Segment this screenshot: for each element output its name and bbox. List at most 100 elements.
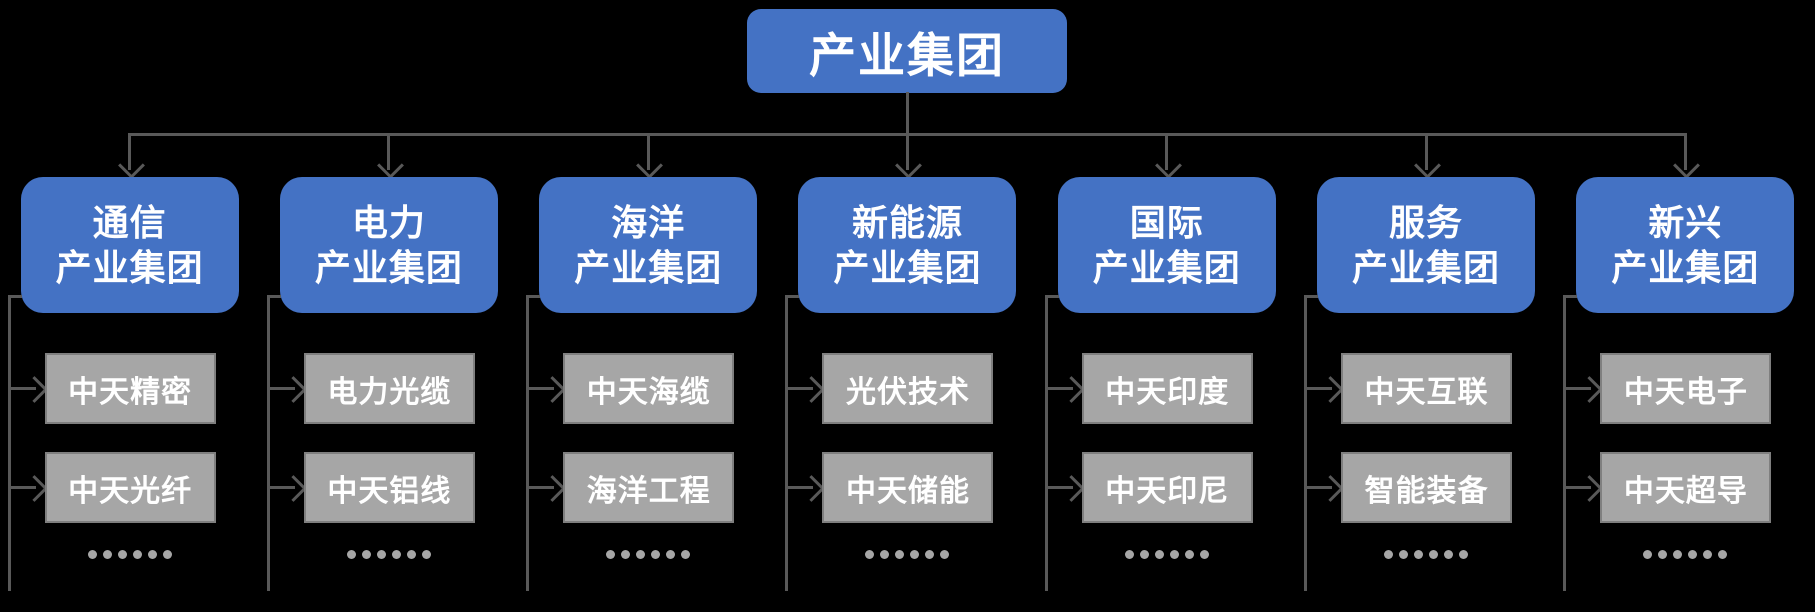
group-title-line2: 产业集团: [314, 247, 463, 288]
connector-rail: [7, 295, 22, 591]
subsidiary-node: 中天储能: [822, 452, 994, 523]
connector-line: [526, 387, 555, 390]
ellipsis-dots-icon: [865, 550, 950, 559]
arrow-right-icon: [1057, 475, 1085, 502]
arrow-down-icon: [376, 152, 404, 179]
ellipsis-dots-icon: [1643, 550, 1728, 559]
arrow-down-icon: [1673, 152, 1701, 179]
arrow-right-icon: [798, 376, 826, 403]
group-node: 电力 产业集团: [279, 177, 498, 313]
connector-line: [526, 486, 555, 489]
connector-line: [266, 486, 295, 489]
connector-line: [128, 133, 132, 170]
branch-column-xinnengyuan: 新能源 产业集团 光伏技术 中天储能: [778, 0, 1037, 612]
arrow-right-icon: [1317, 376, 1344, 403]
group-title-line1: 国际: [1129, 202, 1204, 243]
arrow-down-icon: [895, 152, 923, 179]
subsidiary-node: 中天光纤: [44, 452, 216, 523]
subsidiary-node: 海洋工程: [563, 452, 735, 523]
arrow-right-icon: [279, 376, 307, 403]
ellipsis-dots-icon: [346, 550, 431, 559]
branch-column-tongxin: 通信 产业集团 中天精密 中天光纤: [0, 0, 259, 612]
ellipsis-dots-icon: [1124, 550, 1209, 559]
connector-rail: [1044, 295, 1059, 591]
group-title-line1: 电力: [351, 202, 426, 243]
connector-line: [266, 387, 295, 390]
group-node: 新能源 产业集团: [798, 177, 1017, 313]
connector-line: [1304, 486, 1333, 489]
group-title-line2: 产业集团: [1611, 247, 1760, 288]
group-title-line2: 产业集团: [833, 247, 982, 288]
branch-column-guoji: 国际 产业集团 中天印度 中天印尼: [1037, 0, 1296, 612]
group-title-line2: 产业集团: [1352, 247, 1501, 288]
connector-rail: [1563, 295, 1578, 591]
group-title-line1: 服务: [1389, 202, 1464, 243]
subsidiary-node: 电力光缆: [303, 353, 475, 424]
connector-line: [1165, 133, 1169, 170]
ellipsis-dots-icon: [1384, 550, 1469, 559]
group-title-line1: 通信: [92, 202, 167, 243]
connector-rail: [1304, 295, 1319, 591]
connector-line: [1044, 486, 1073, 489]
arrow-right-icon: [20, 475, 48, 502]
connector-line: [1563, 387, 1592, 390]
arrow-right-icon: [1317, 475, 1344, 502]
group-title-line2: 产业集团: [1092, 247, 1241, 288]
arrow-right-icon: [1576, 475, 1604, 502]
subsidiary-node: 中天印度: [1081, 353, 1253, 424]
ellipsis-dots-icon: [87, 550, 172, 559]
branch-column-haiyang: 海洋 产业集团 中天海缆 海洋工程: [519, 0, 778, 612]
arrow-right-icon: [1057, 376, 1085, 403]
arrow-down-icon: [636, 152, 664, 179]
arrow-down-icon: [117, 152, 145, 179]
connector-line: [646, 133, 650, 170]
subsidiary-node: 中天铝线: [303, 452, 475, 523]
connector-line: [1044, 387, 1073, 390]
subsidiary-node: 中天超导: [1600, 452, 1772, 523]
connector-line: [7, 486, 36, 489]
subsidiary-node: 光伏技术: [822, 353, 994, 424]
connector-line: [1424, 133, 1428, 170]
connector-rail: [266, 295, 281, 591]
arrow-down-icon: [1414, 152, 1441, 179]
group-title-line1: 新兴: [1648, 202, 1723, 243]
arrow-right-icon: [279, 475, 307, 502]
group-title-line1: 海洋: [611, 202, 686, 243]
arrow-right-icon: [20, 376, 48, 403]
branch-column-xinxing: 新兴 产业集团 中天电子 中天超导: [1556, 0, 1815, 612]
connector-line: [785, 486, 814, 489]
subsidiary-node: 智能装备: [1341, 452, 1513, 523]
connector-line: [1683, 133, 1687, 170]
subsidiary-node: 中天海缆: [563, 353, 735, 424]
connector-line: [1304, 387, 1333, 390]
ellipsis-dots-icon: [606, 550, 691, 559]
subsidiary-node: 中天互联: [1341, 353, 1513, 424]
group-node: 新兴 产业集团: [1576, 177, 1795, 313]
connector-line: [905, 133, 909, 170]
group-node: 国际 产业集团: [1057, 177, 1276, 313]
group-node: 服务 产业集团: [1317, 177, 1536, 313]
arrow-right-icon: [798, 475, 826, 502]
group-node: 通信 产业集团: [20, 177, 239, 313]
arrow-right-icon: [1576, 376, 1604, 403]
branch-column-dianli: 电力 产业集团 电力光缆 中天铝线: [259, 0, 518, 612]
connector-line: [1563, 486, 1592, 489]
group-node: 海洋 产业集团: [539, 177, 758, 313]
connector-line: [7, 387, 36, 390]
group-title-line2: 产业集团: [574, 247, 723, 288]
group-title-line1: 新能源: [851, 202, 963, 243]
subsidiary-node: 中天精密: [44, 353, 216, 424]
connector-line: [785, 387, 814, 390]
arrow-right-icon: [539, 475, 567, 502]
connector-line: [906, 92, 909, 134]
connector-rail: [785, 295, 800, 591]
arrow-right-icon: [539, 376, 567, 403]
subsidiary-node: 中天电子: [1600, 353, 1772, 424]
group-title-line2: 产业集团: [55, 247, 204, 288]
connector-rail: [526, 295, 541, 591]
subsidiary-node: 中天印尼: [1081, 452, 1253, 523]
branch-column-fuwu: 服务 产业集团 中天互联 智能装备: [1296, 0, 1555, 612]
connector-line: [387, 133, 391, 170]
